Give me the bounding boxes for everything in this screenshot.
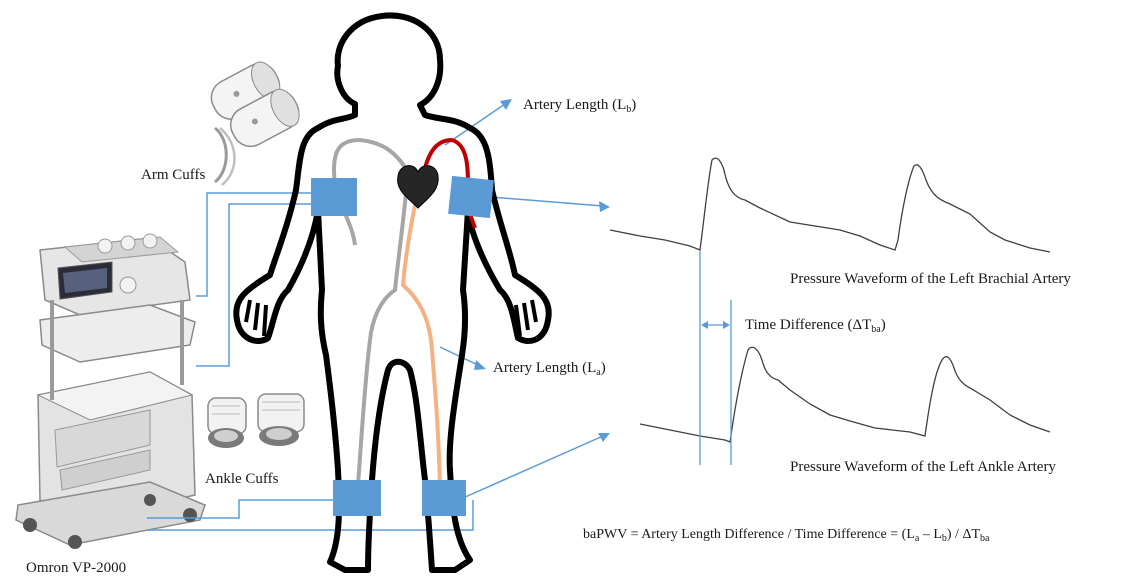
formula-lhs: baPWV = Artery Length Difference / Time …	[583, 527, 915, 542]
brachial-waveform-label: Pressure Waveform of the Left Brachial A…	[790, 272, 1071, 287]
right-ankle-cuff	[333, 480, 381, 516]
formula-sub-ba: ba	[980, 533, 989, 544]
time-difference-text: Time Difference (ΔT	[745, 317, 871, 333]
ankle-waveform-label: Pressure Waveform of the Left Ankle Arte…	[790, 460, 1056, 475]
formula-mid: – L	[919, 527, 942, 542]
arm-cuffs-image	[205, 57, 305, 185]
brachial-waveform	[610, 158, 1050, 252]
artery-length-b-tail: )	[631, 97, 636, 113]
ankle-waveform	[640, 347, 1050, 442]
left-ankle-cuff	[422, 480, 466, 516]
time-difference-label: Time Difference (ΔTba)	[745, 318, 886, 333]
artery-length-a-label: Artery Length (La)	[493, 361, 606, 376]
ankle-cuffs-label: Ankle Cuffs	[205, 472, 278, 487]
artery-length-a-tail: )	[601, 360, 606, 376]
artery-length-b-label: Artery Length (Lb)	[523, 98, 636, 113]
formula-mid2: ) / ΔT	[947, 527, 980, 542]
artery-length-a-text: Artery Length (L	[493, 360, 596, 376]
time-difference-markers	[700, 250, 731, 465]
connector-arrowheads	[474, 99, 610, 442]
left-arm-cuff	[448, 176, 494, 218]
time-difference-tail: )	[881, 317, 886, 333]
omron-vp2000-device	[16, 234, 205, 549]
finger-lines	[246, 300, 536, 336]
right-arm-cuff	[311, 178, 357, 216]
artery-length-b-text: Artery Length (L	[523, 97, 626, 113]
arm-cuffs-label: Arm Cuffs	[141, 168, 205, 183]
device-label: Omron VP-2000	[26, 561, 126, 576]
ankle-cuffs-image	[208, 394, 304, 448]
time-difference-sub: ba	[871, 324, 880, 335]
bapwv-formula: baPWV = Artery Length Difference / Time …	[583, 528, 989, 542]
